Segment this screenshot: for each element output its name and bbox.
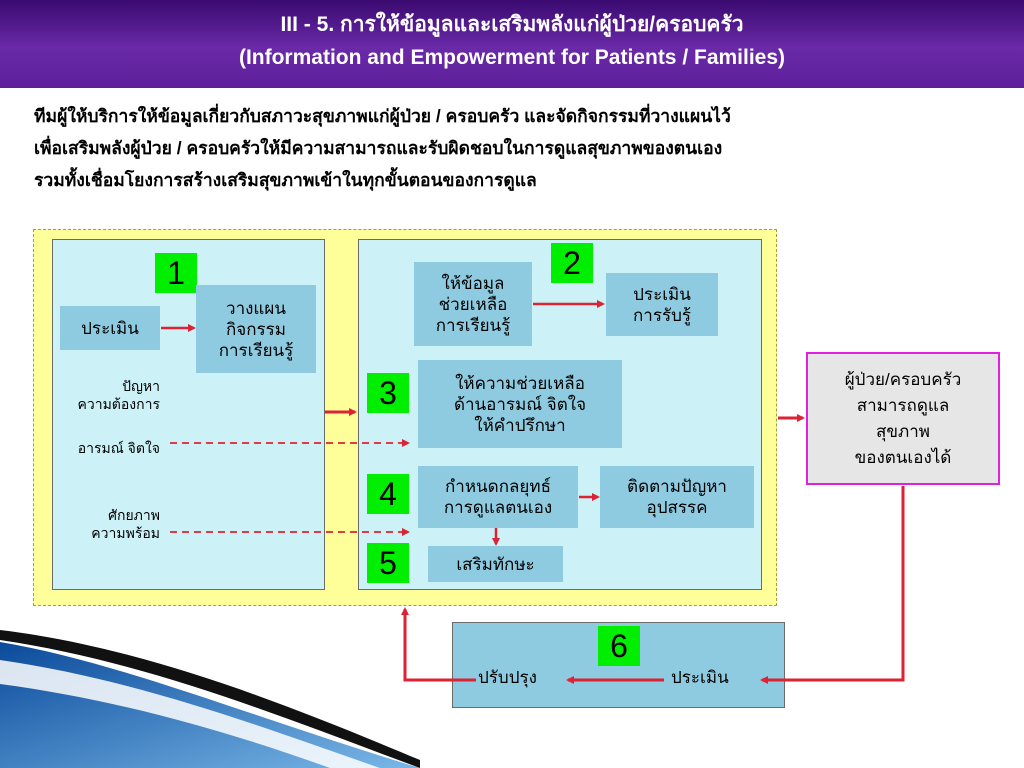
- step-4-badge: 4: [367, 474, 409, 514]
- outcome-line: ของตนเองได้: [854, 447, 952, 467]
- outcome-box: ผู้ป่วย/ครอบครัว สามารถดูแล สุขภาพ ของตน…: [806, 352, 1000, 485]
- label-line: ความพร้อม: [91, 525, 160, 541]
- emotional-support-box: ให้ความช่วยเหลือ ด้านอารมณ์ จิตใจ ให้คำป…: [418, 360, 622, 448]
- plan-line: กิจกรรม: [225, 319, 286, 339]
- intro-line-1: ทีมผู้ให้บริการให้ข้อมูลเกี่ยวกับสภาวะสุ…: [34, 106, 731, 126]
- arrow-outcome-to-evaluate: [760, 486, 905, 684]
- step-3-badge: 3: [367, 373, 409, 413]
- assess-line: ประเมิน: [633, 284, 691, 304]
- label-line: ศักยภาพ: [108, 507, 160, 523]
- info-line: ให้ข้อมูล: [441, 273, 505, 293]
- arrow-improve-to-frame: [401, 607, 476, 682]
- corner-swoosh-decoration: [0, 630, 420, 768]
- plan-line: การเรียนรู้: [218, 340, 294, 360]
- info-line: การเรียนรู้: [435, 315, 511, 335]
- support-line: ให้คำปรึกษา: [474, 415, 566, 435]
- evaluation-panel: [452, 622, 785, 708]
- step-5-badge: 5: [367, 543, 409, 583]
- slide-title-english: (Information and Empowerment for Patient…: [238, 46, 786, 69]
- slide-title-thai: III - 5. การให้ข้อมูลและเสริมพลังแก่ผู้ป…: [280, 13, 744, 36]
- strategy-line: กำหนดกลยุทธ์: [445, 477, 551, 496]
- step-1-badge: 1: [155, 253, 197, 293]
- intro-line-2: เพื่อเสริมพลังผู้ป่วย / ครอบครัวให้มีควา…: [34, 138, 723, 158]
- support-line: ด้านอารมณ์ จิตใจ: [453, 394, 587, 414]
- followup-line: ติดตามปัญหา: [627, 477, 727, 496]
- info-learning-box: ให้ข้อมูล ช่วยเหลือ การเรียนรู้: [414, 262, 532, 346]
- problem-needs-label: ปัญหา ความต้องการ: [40, 377, 160, 413]
- self-care-strategy-box: กำหนดกลยุทธ์ การดูแลตนเอง: [418, 466, 578, 528]
- improve-label: ปรับปรุง: [478, 668, 537, 687]
- step-2-badge: 2: [551, 243, 593, 283]
- info-line: ช่วยเหลือ: [438, 294, 508, 314]
- assess-box: ประเมิน: [60, 306, 160, 350]
- label-line: ปัญหา: [122, 378, 160, 394]
- support-line: ให้ความช่วยเหลือ: [455, 373, 585, 393]
- plan-line: วางแผน: [226, 298, 286, 318]
- emotion-label: อารมณ์ จิตใจ: [77, 440, 160, 456]
- outcome-line: สุขภาพ: [876, 421, 930, 441]
- followup-line: อุปสรรค: [646, 498, 708, 517]
- outcome-line: ผู้ป่วย/ครอบครัว: [844, 369, 962, 389]
- title-banner: III - 5. การให้ข้อมูลและเสริมพลังแก่ผู้ป…: [0, 0, 1024, 88]
- intro-paragraph: ทีมผู้ให้บริการให้ข้อมูลเกี่ยวกับสภาวะสุ…: [34, 100, 1009, 196]
- potential-readiness-label: ศักยภาพ ความพร้อม: [40, 506, 160, 542]
- assess-line: การรับรู้: [632, 305, 692, 325]
- strategy-line: การดูแลตนเอง: [443, 498, 553, 517]
- plan-activity-box: วางแผน กิจกรรม การเรียนรู้: [196, 285, 316, 373]
- label-line: ความต้องการ: [77, 396, 160, 412]
- evaluate-label: ประเมิน: [671, 668, 729, 687]
- follow-up-problem-box: ติดตามปัญหา อุปสรรค: [600, 466, 754, 528]
- skill-building-box: เสริมทักษะ: [428, 546, 563, 582]
- intro-line-3: รวมทั้งเชื่อมโยงการสร้างเสริมสุขภาพเข้าใ…: [34, 170, 537, 190]
- assess-perception-box: ประเมิน การรับรู้: [606, 273, 718, 336]
- outcome-line: สามารถดูแล: [856, 395, 950, 415]
- step-6-badge: 6: [598, 626, 640, 666]
